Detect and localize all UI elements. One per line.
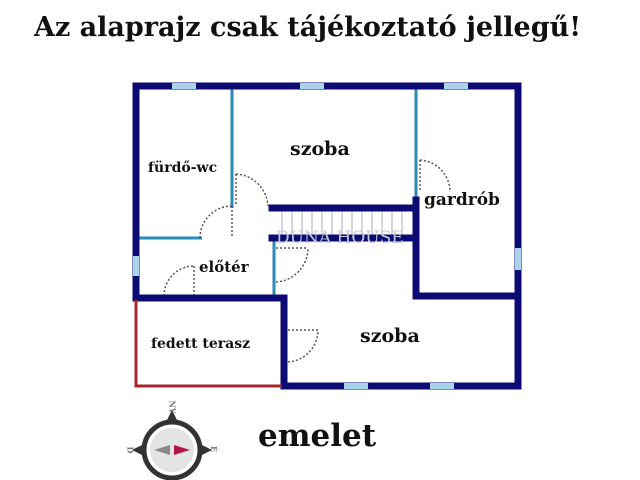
room-gardrob: gardrób [424,190,500,210]
compass-icon [132,410,212,480]
room-eloter: előtér [199,258,249,276]
disclaimer-title: Az alaprajz csak tájékoztató jellegű! [34,12,582,43]
stairs [281,210,403,236]
windows [133,83,521,389]
room-szoba-1: szoba [290,138,350,160]
terrace-railing [134,300,282,388]
room-terasz: fedett terasz [151,336,251,352]
compass-east-label: É [209,445,220,453]
level-label: emelet [258,418,377,454]
watermark: DUNA HOUSE [276,228,404,248]
doors [163,159,451,363]
outer-walls [132,82,522,390]
room-furdo: fürdő-wc [148,160,218,176]
inner-walls [136,86,418,296]
compass-west-label: D [125,446,136,454]
room-szoba-2: szoba [360,325,420,347]
compass-north-label: NY [167,400,178,414]
